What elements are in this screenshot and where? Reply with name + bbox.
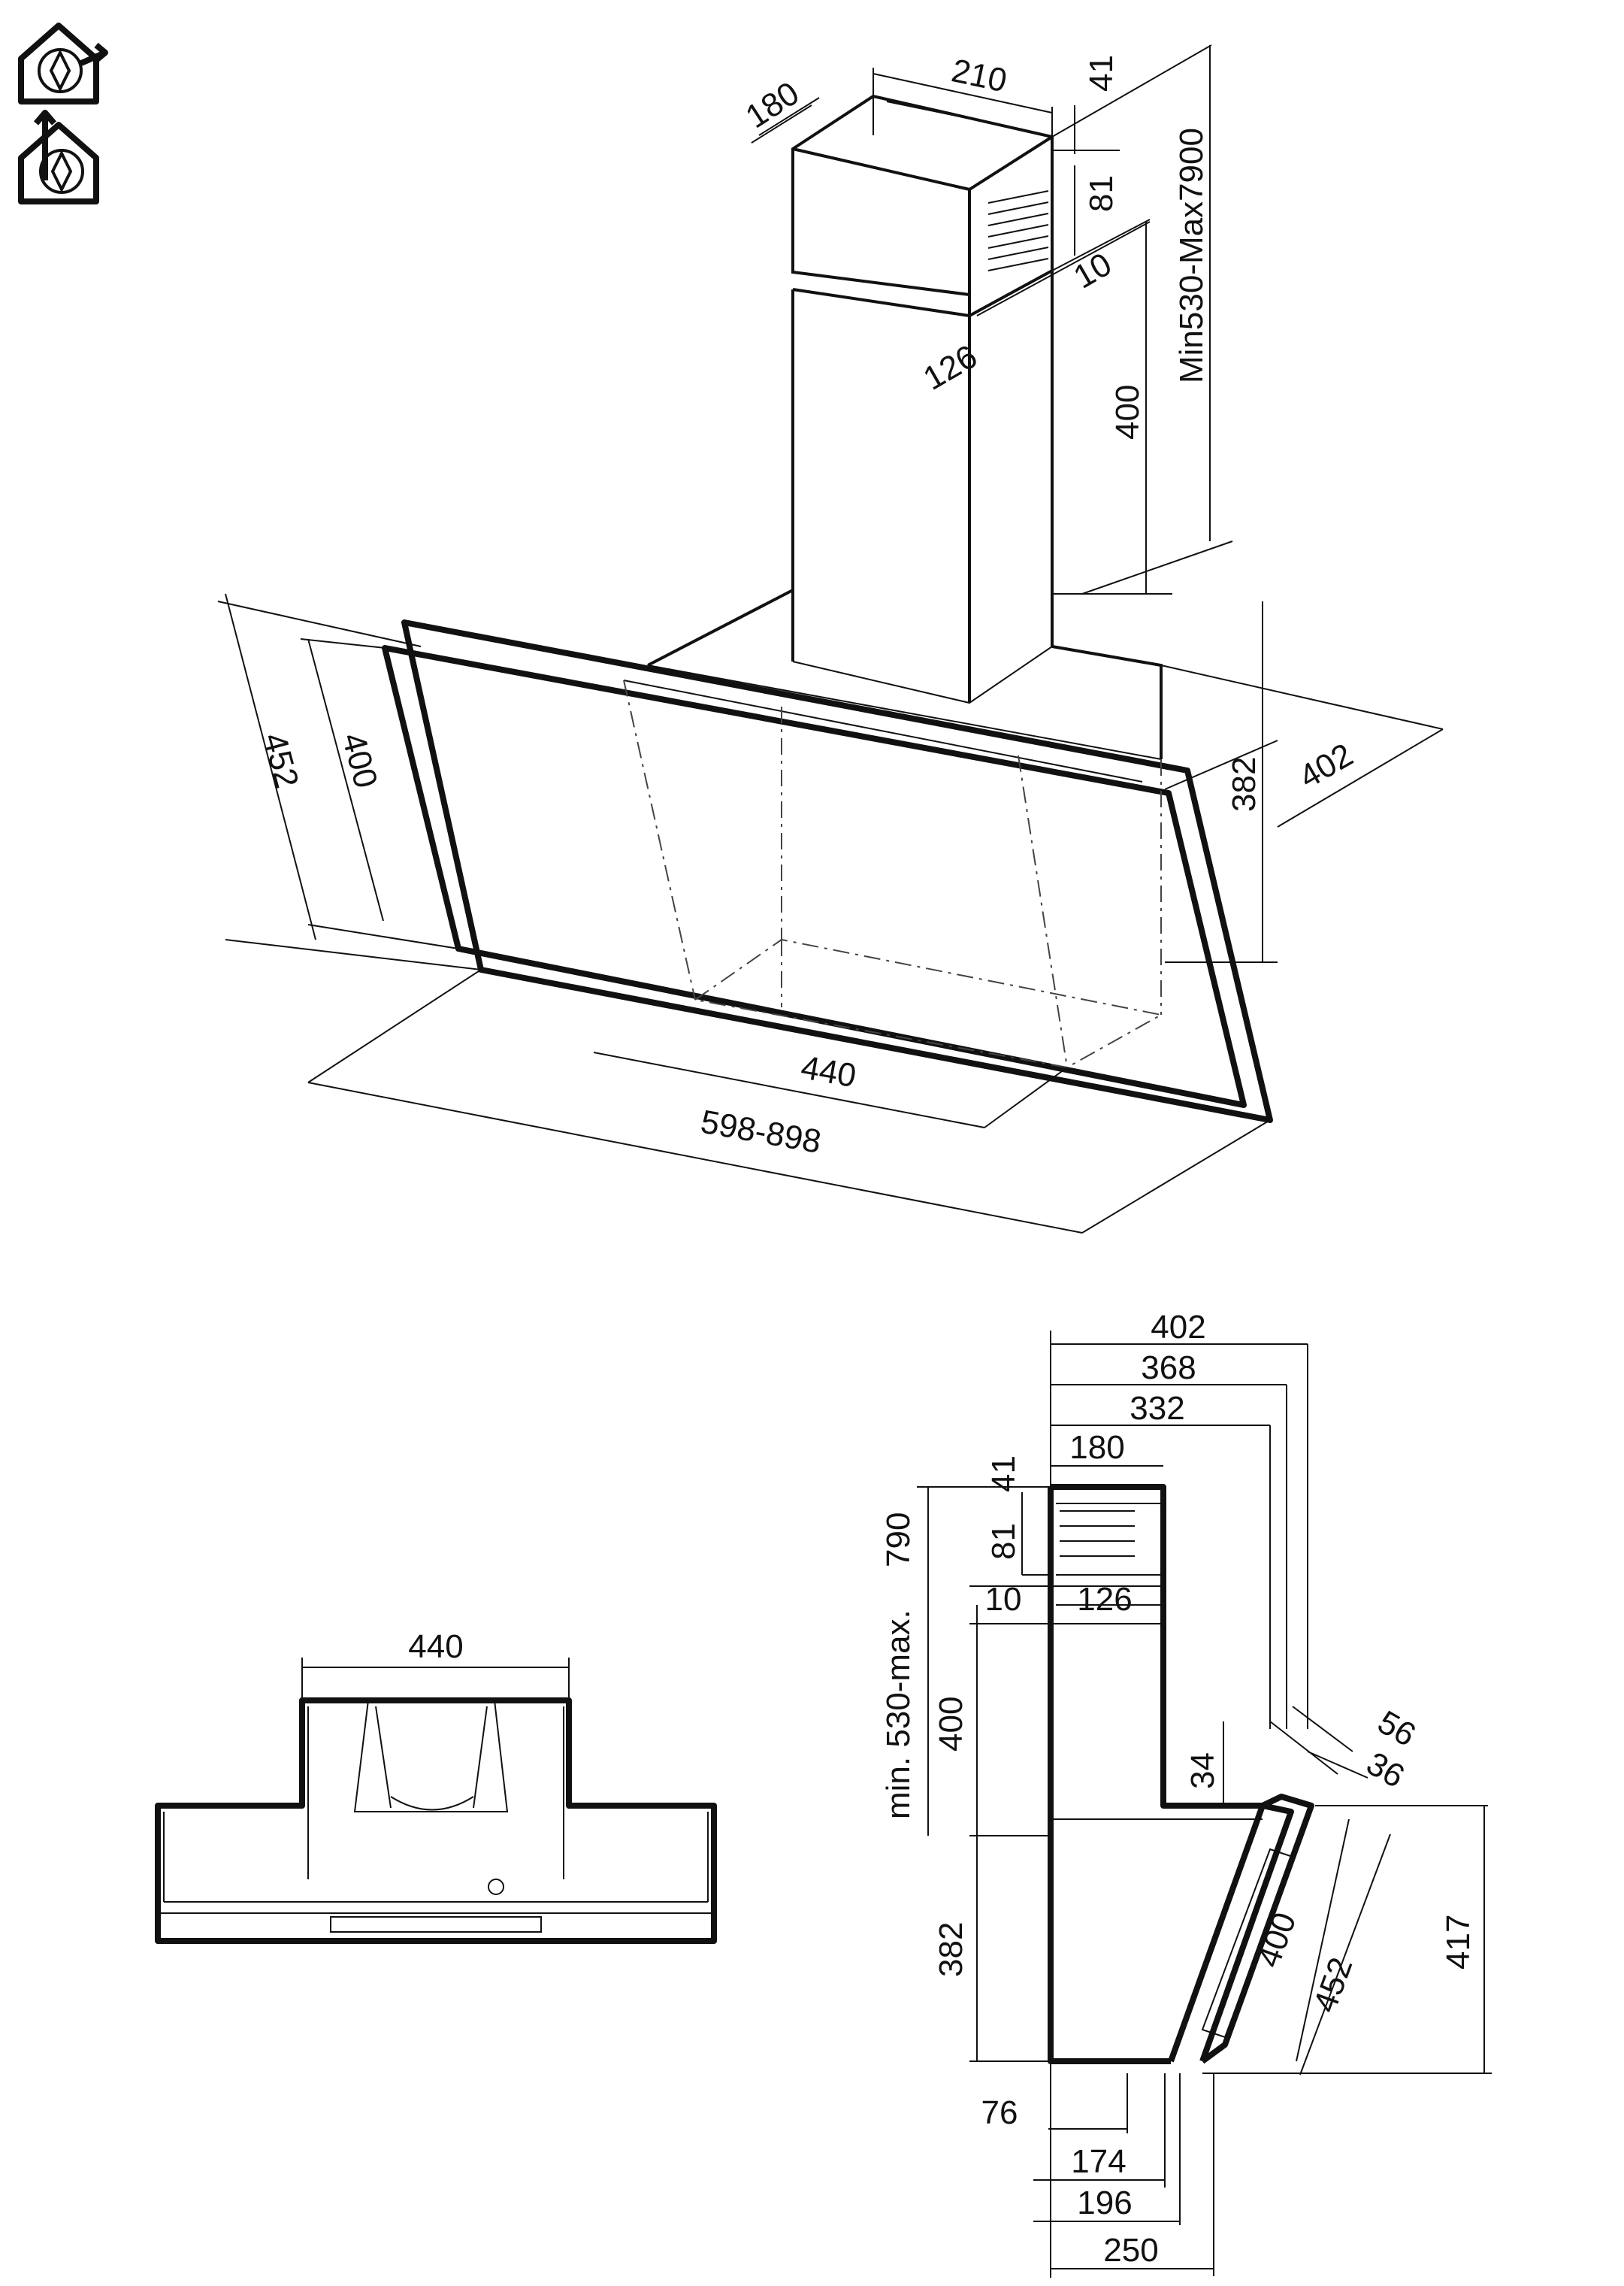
side-dimension-lines (917, 1331, 1492, 2278)
iso-total-width-label: 598-898 (698, 1104, 824, 1161)
side-base-250-label: 250 (1103, 2232, 1158, 2269)
iso-lower-chimney-width-label: 126 (918, 338, 984, 398)
chimney-vent-grille (987, 190, 1049, 271)
side-total-height-label: 417 (1440, 1915, 1477, 1970)
side-depth-402-label: 402 (1151, 1309, 1205, 1346)
side-lower-chimney-width-label: 126 (1077, 1581, 1132, 1618)
side-gap-label: 34 (1184, 1752, 1221, 1789)
front-width-label: 440 (408, 1628, 463, 1665)
iso-dimension-lines (217, 44, 1444, 1234)
side-chimney-depth-label: 180 (1069, 1429, 1124, 1466)
iso-inner-width-label: 440 (798, 1049, 859, 1095)
iso-lower-chimney-height-label: 400 (1109, 385, 1146, 440)
isometric-view (382, 94, 1273, 1123)
front-view (155, 1658, 717, 1944)
side-top-offset-label: 41 (985, 1455, 1022, 1492)
side-slot-offset-label: 10 (985, 1581, 1022, 1618)
iso-body-height-label: 382 (1226, 757, 1263, 812)
iso-vent-height-label: 81 (1083, 175, 1120, 212)
recirculation-mode-icon (18, 23, 108, 104)
iso-body-depth-label: 402 (1293, 737, 1359, 796)
side-glass-height-label: 400 (1250, 1908, 1303, 1973)
side-range-lower-label: min. 530-max. (880, 1609, 917, 1819)
side-vent-grille (1060, 1510, 1135, 1557)
side-base-76-label: 76 (981, 2094, 1018, 2131)
iso-chimney-range-label: Min530-Max7900 (1173, 128, 1210, 383)
side-range-upper-label: 790 (880, 1512, 917, 1567)
side-body-height-label: 382 (933, 1922, 969, 1977)
extraction-mode-icon (18, 110, 99, 204)
side-depth-332-label: 332 (1130, 1390, 1184, 1427)
iso-glass-diag-label: 452 (256, 729, 305, 792)
iso-glass-height-label: 400 (334, 729, 384, 792)
side-lower-chimney-height-label: 400 (933, 1697, 969, 1752)
iso-top-offset-label: 41 (1083, 55, 1120, 92)
fan-housing (353, 1700, 509, 1812)
side-base-174-label: 174 (1071, 2143, 1126, 2180)
side-glass-diag-label: 452 (1306, 1953, 1359, 2018)
side-vent-height-label: 81 (985, 1523, 1022, 1560)
side-view (1048, 1484, 1314, 2064)
iso-chimney-depth-label: 180 (739, 74, 806, 135)
side-base-196-label: 196 (1077, 2185, 1132, 2221)
side-depth-368-label: 368 (1141, 1349, 1196, 1386)
